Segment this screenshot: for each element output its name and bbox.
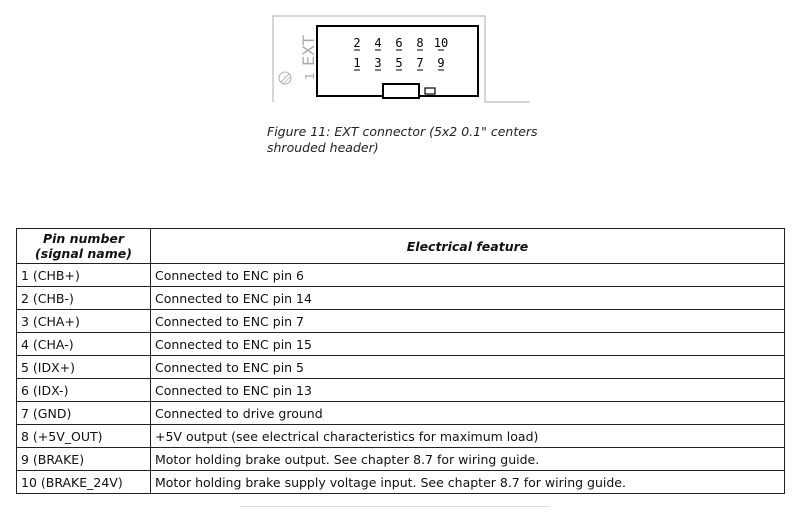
pin-cell: 1 (CHB+) — [16, 263, 151, 287]
feature-cell: Connected to ENC pin 13 — [150, 378, 785, 402]
table-row: 6 (IDX-)Connected to ENC pin 13 — [16, 378, 785, 402]
mounting-hole-icon — [278, 71, 292, 85]
key-notch — [382, 83, 420, 99]
feature-cell: +5V output (see electrical characteristi… — [150, 424, 785, 448]
feature-cell: Connected to ENC pin 14 — [150, 286, 785, 310]
pin-number: 3 — [374, 56, 381, 70]
feature-cell: Motor holding brake output. See chapter … — [150, 447, 785, 471]
table-row: 5 (IDX+)Connected to ENC pin 5 — [16, 355, 785, 379]
pinout-table: Pin number (signal name) Electrical feat… — [16, 228, 785, 494]
table-row: 7 (GND)Connected to drive ground — [16, 401, 785, 425]
pin-cell: 10 (BRAKE_24V) — [16, 470, 151, 494]
feature-cell: Motor holding brake supply voltage input… — [150, 470, 785, 494]
board-outline — [272, 15, 530, 103]
table-row: 9 (BRAKE)Motor holding brake output. See… — [16, 447, 785, 471]
pin-cell: 2 (CHB-) — [16, 286, 151, 310]
pin-number: 1 — [353, 56, 360, 70]
pin-cell: 7 (GND) — [16, 401, 151, 425]
pin-number: 5 — [395, 56, 402, 70]
pin-cell: 4 (CHA-) — [16, 332, 151, 356]
pin-number: 9 — [437, 56, 444, 70]
table-row: 3 (CHA+)Connected to ENC pin 7 — [16, 309, 785, 333]
pin-column-header: Pin number (signal name) — [16, 228, 151, 264]
feature-cell: Connected to ENC pin 5 — [150, 355, 785, 379]
table-row: 1 (CHB+)Connected to ENC pin 6 — [16, 263, 785, 287]
table-row: 2 (CHB-)Connected to ENC pin 14 — [16, 286, 785, 310]
feature-cell: Connected to drive ground — [150, 401, 785, 425]
connector-label: EXT — [299, 35, 318, 66]
pin-cell: 8 (+5V_OUT) — [16, 424, 151, 448]
pin-cell: 3 (CHA+) — [16, 309, 151, 333]
pin-number: 10 — [434, 36, 448, 50]
pin-cell: 9 (BRAKE) — [16, 447, 151, 471]
pin-cell: 5 (IDX+) — [16, 355, 151, 379]
pin-cell: 6 (IDX-) — [16, 378, 151, 402]
figure-caption: Figure 11: EXT connector (5x2 0.1" cente… — [267, 124, 538, 155]
table-row: 4 (CHA-)Connected to ENC pin 15 — [16, 332, 785, 356]
pin-number: 2 — [353, 36, 360, 50]
feature-column-header: Electrical feature — [150, 228, 785, 264]
divider — [240, 506, 550, 507]
feature-cell: Connected to ENC pin 7 — [150, 309, 785, 333]
side-mark: 1 — [303, 72, 317, 80]
pin-number: 6 — [395, 36, 402, 50]
table-row: 10 (BRAKE_24V)Motor holding brake supply… — [16, 470, 785, 494]
pin-number: 4 — [374, 36, 381, 50]
feature-cell: Connected to ENC pin 6 — [150, 263, 785, 287]
feature-cell: Connected to ENC pin 15 — [150, 332, 785, 356]
pin-number: 7 — [416, 56, 423, 70]
table-row: 8 (+5V_OUT)+5V output (see electrical ch… — [16, 424, 785, 448]
latch-slot — [424, 87, 436, 95]
pin-number: 8 — [416, 36, 423, 50]
table-header-row: Pin number (signal name) Electrical feat… — [16, 228, 785, 264]
